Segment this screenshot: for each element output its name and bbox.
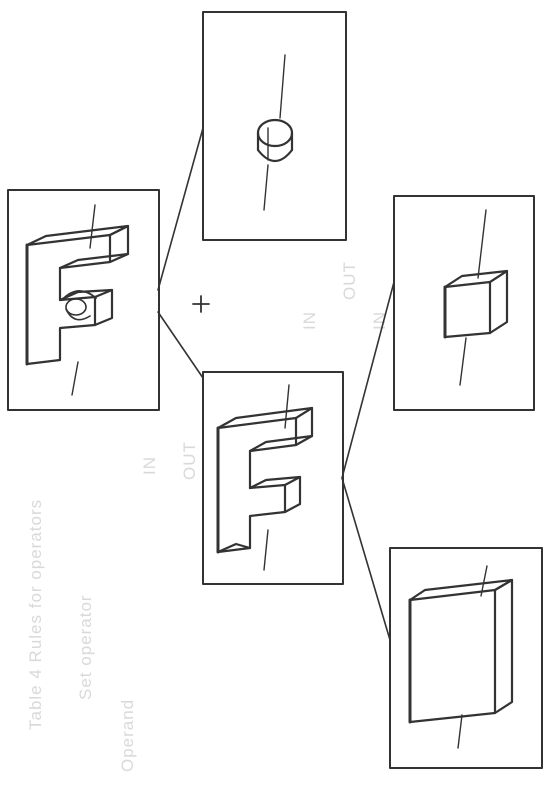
c-block-axis-upper	[285, 385, 289, 428]
large-slab-frame	[390, 548, 542, 768]
connector-input-to-cylinder	[158, 128, 203, 290]
c-block-shape	[218, 408, 312, 552]
input-axis-lower	[72, 362, 78, 395]
slab-shape	[410, 580, 512, 722]
slab-axis-lower	[458, 715, 462, 748]
c-block-with-cutout-shape	[27, 226, 128, 364]
box-axis-upper	[478, 210, 486, 278]
box-shape	[445, 271, 507, 337]
small-box-frame	[394, 196, 534, 410]
cylinder-axis-lower	[264, 165, 268, 210]
operator-label: +	[190, 294, 205, 312]
connector-lines	[158, 128, 394, 640]
connector-input-to-cblock	[158, 312, 203, 378]
c-block-result-frame	[203, 372, 343, 584]
c-block-axis-lower	[264, 530, 268, 570]
connector-cblock-to-box	[342, 282, 394, 478]
input-axis	[90, 205, 95, 248]
box-axis-lower	[460, 338, 466, 385]
cylinder-feature-frame	[203, 12, 346, 240]
cylinder-shape	[258, 120, 292, 161]
cylinder-axis-upper	[280, 55, 285, 118]
input-part-frame	[8, 190, 159, 410]
connector-cblock-to-slab	[342, 478, 390, 640]
